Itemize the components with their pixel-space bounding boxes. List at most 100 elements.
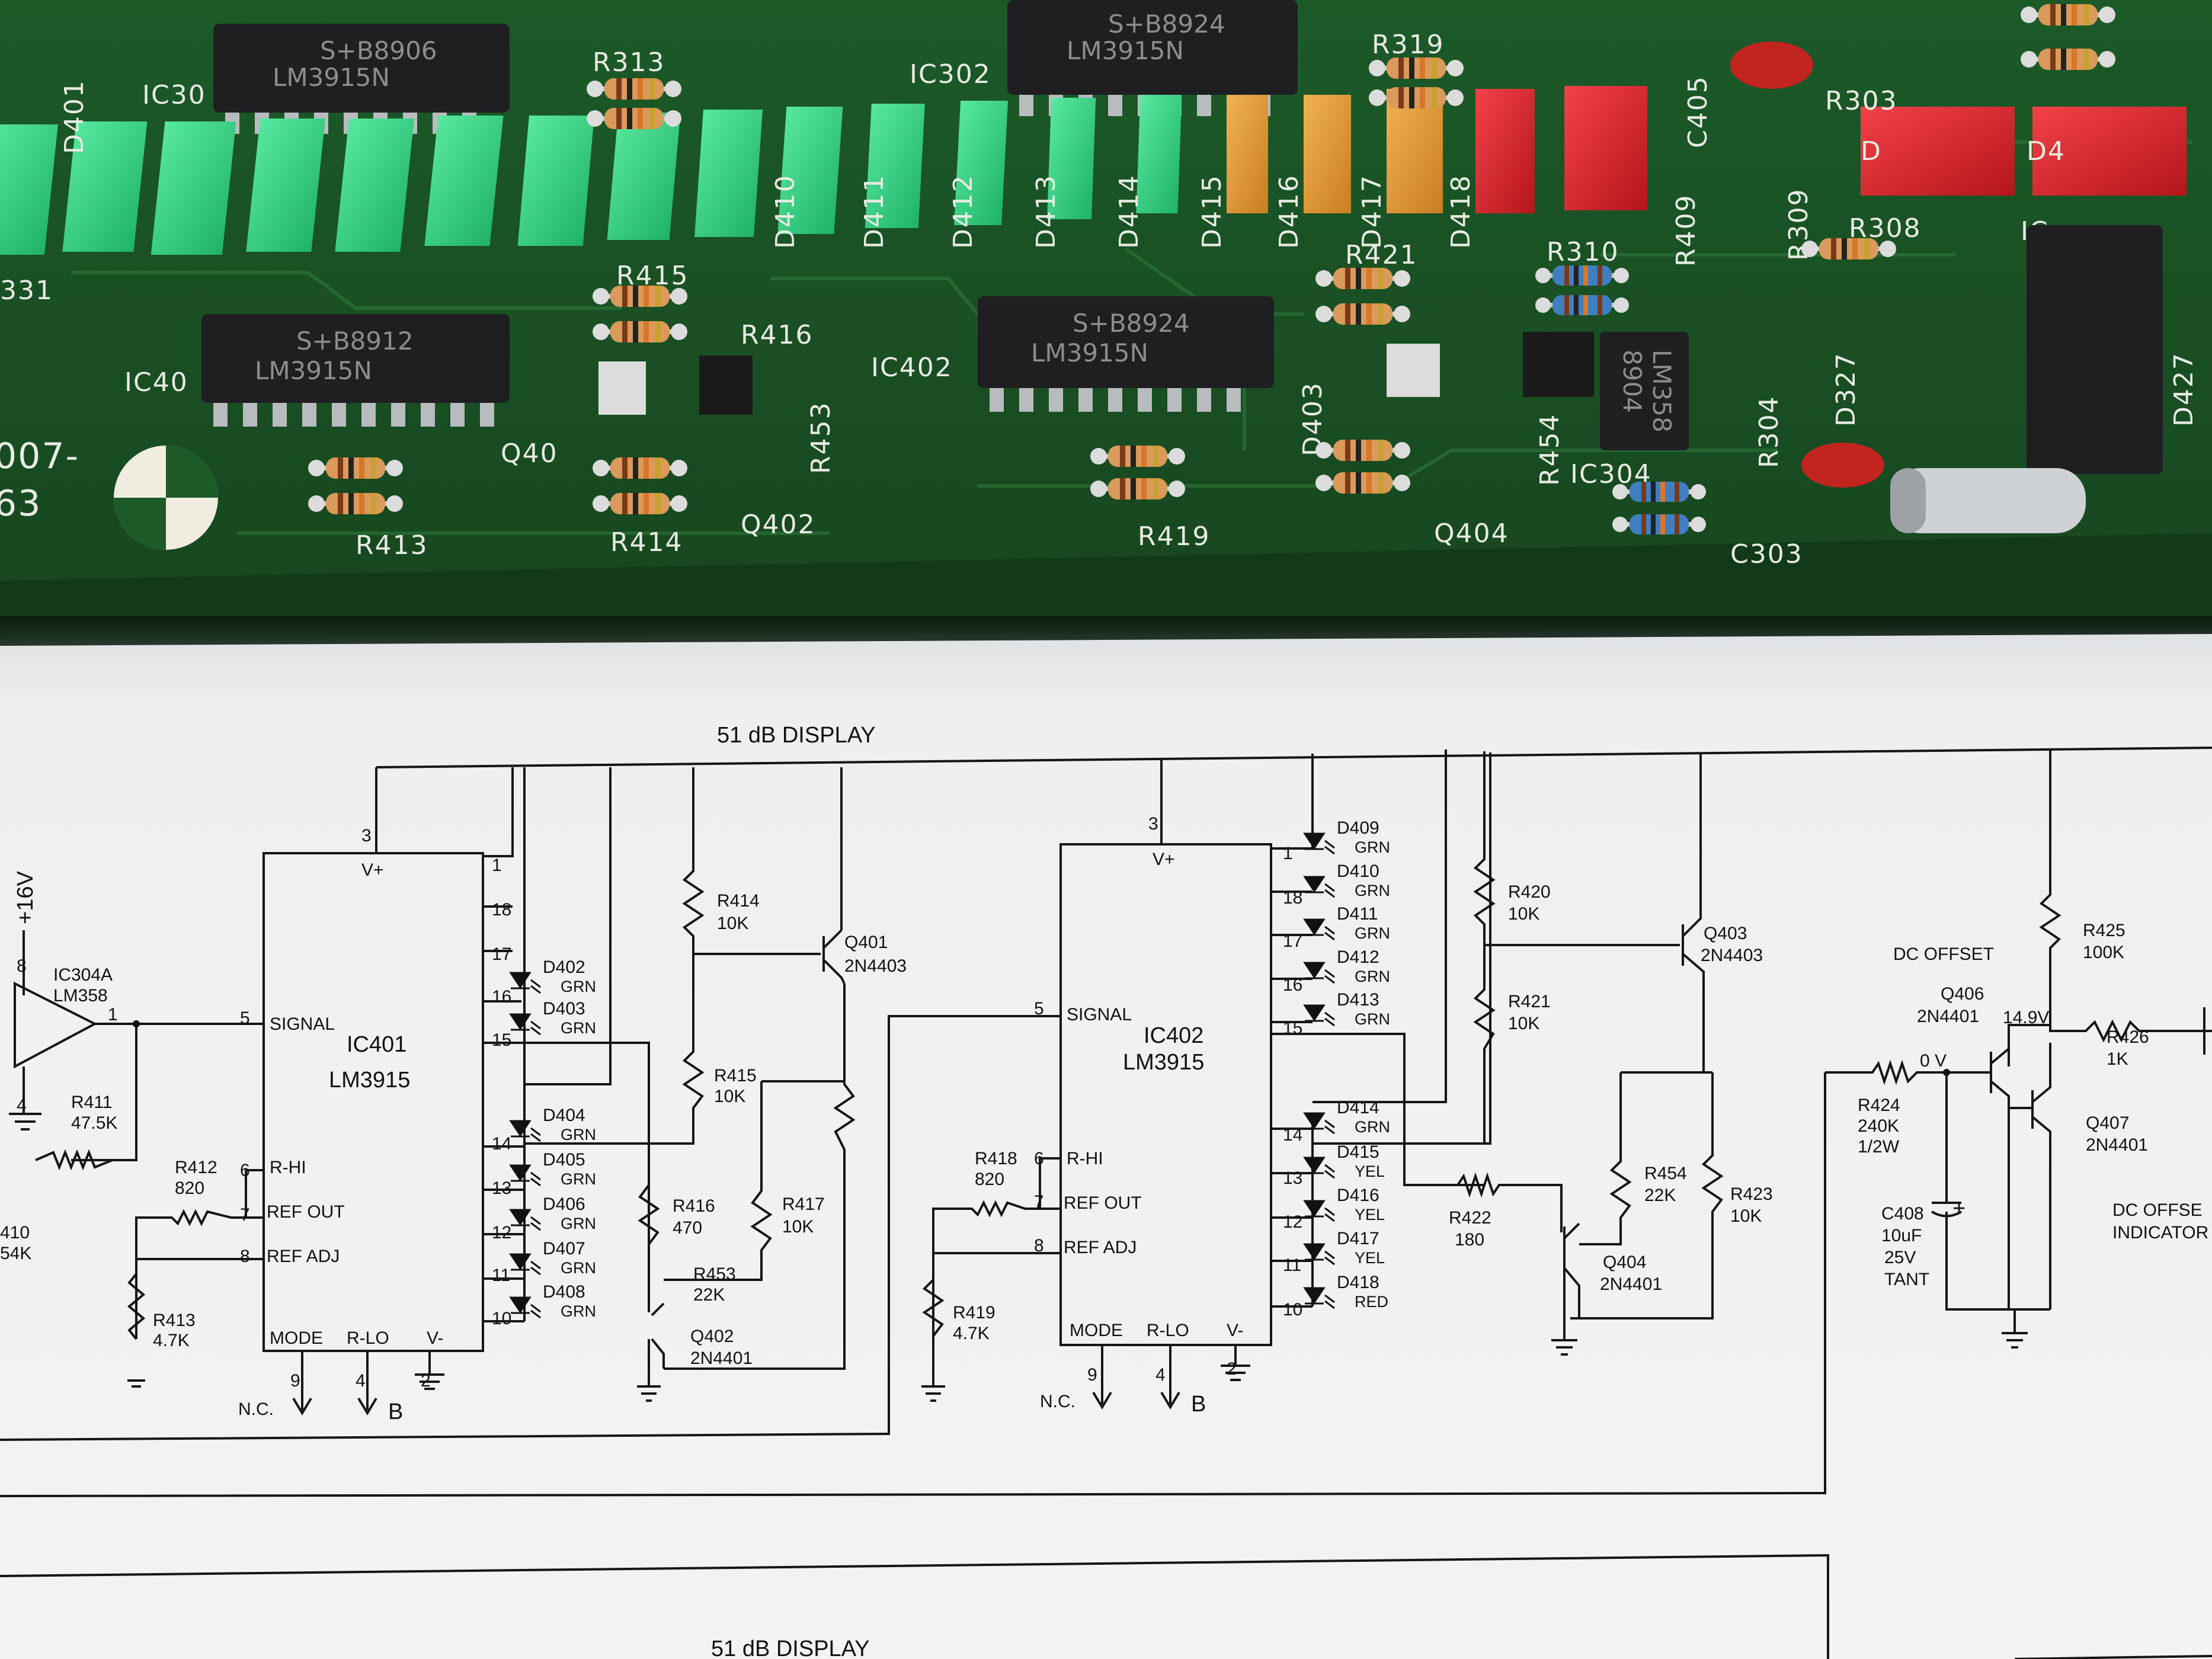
led-symbol xyxy=(1303,1112,1326,1130)
r417-name: R417 xyxy=(782,1194,825,1214)
b1-label: B xyxy=(388,1399,403,1424)
ic402-pin-vminus: V- xyxy=(1227,1321,1243,1340)
chip-ic401: S+B8912 LM3915N xyxy=(201,314,510,427)
r414-name: R414 xyxy=(717,891,760,911)
r420-name: R420 xyxy=(1508,882,1551,902)
label-r409: R409 xyxy=(1671,194,1701,267)
voltage-14-9: 14.9V xyxy=(2003,1008,2049,1027)
chip-ic401-marking: S+B8912 xyxy=(296,326,414,356)
label-ic40: IC40 xyxy=(124,367,188,398)
ic402-pinnum-11: 11 xyxy=(1283,1256,1301,1275)
ic401-pin-vminus: V- xyxy=(427,1328,443,1348)
q406-part: 2N4401 xyxy=(1917,1007,1979,1026)
supply-label: +16V xyxy=(13,871,38,924)
led-color: RED xyxy=(1355,1293,1388,1311)
r453-name: R453 xyxy=(693,1264,736,1284)
led-symbol xyxy=(1303,1243,1326,1261)
r412-name: R412 xyxy=(175,1158,217,1177)
led-color: GRN xyxy=(561,1126,596,1144)
label-r454: R454 xyxy=(1535,413,1565,486)
ic401-pin-refadj: REF ADJ xyxy=(267,1247,340,1266)
led-light-arrow-icon xyxy=(530,1260,541,1276)
opamp-pin-1: 1 xyxy=(108,1005,118,1024)
label-r421: R421 xyxy=(1345,240,1418,270)
label-r419: R419 xyxy=(1138,521,1211,552)
chip-right xyxy=(2027,225,2163,474)
led-symbol xyxy=(1303,1287,1326,1305)
chip-ic401-part: LM3915N xyxy=(255,356,372,385)
label-d411: D411 xyxy=(859,174,889,249)
label-r453: R453 xyxy=(806,401,836,474)
led-symbol xyxy=(1303,1157,1326,1174)
chip-ic301-marking: S+B8906 xyxy=(320,36,437,65)
chip-ic402-part: LM3915N xyxy=(1031,338,1148,367)
label-d418: D418 xyxy=(1446,174,1476,249)
transistor-q401 xyxy=(598,361,646,415)
ic402-pinnum-10: 10 xyxy=(1283,1300,1302,1319)
ic402-part: LM3915 xyxy=(1123,1050,1204,1075)
led-light-arrow-icon xyxy=(530,1127,541,1142)
ic402-pinnum-4: 4 xyxy=(1155,1365,1166,1385)
r425-name: R425 xyxy=(2083,921,2125,940)
opamp-ic304a: IC304A LM358 8 4 1 xyxy=(9,956,140,1161)
led-name: D410 xyxy=(1337,861,1379,881)
r418-name: R418 xyxy=(975,1149,1017,1168)
r453-value: 22K xyxy=(693,1285,725,1305)
led-color: GRN xyxy=(561,1215,596,1232)
q404-name: Q404 xyxy=(1603,1253,1646,1272)
led-light-arrow-icon xyxy=(530,1216,541,1231)
led-light-arrow-icon xyxy=(1324,1250,1335,1266)
led-symbol xyxy=(1303,1200,1326,1218)
label-q402: Q402 xyxy=(741,510,816,540)
led-color: YEL xyxy=(1355,1206,1385,1224)
r412-value: 820 xyxy=(175,1178,204,1198)
label-d410: D410 xyxy=(770,174,801,249)
led-name: D412 xyxy=(1337,947,1379,967)
led-name: D404 xyxy=(543,1106,585,1125)
label-ic30: IC30 xyxy=(142,80,206,110)
ic402-pin-refout: REF OUT xyxy=(1064,1193,1142,1213)
led-symbol xyxy=(509,1013,532,1031)
ic401-pinnum-5: 5 xyxy=(240,1008,250,1028)
r420-value: 10K xyxy=(1508,904,1539,924)
led-light-arrow-icon xyxy=(1324,883,1335,898)
r423-value: 10K xyxy=(1730,1206,1762,1226)
led-name: D418 xyxy=(1337,1273,1379,1292)
chip-ic304: LM358 8904 xyxy=(1600,332,1689,450)
led-light-arrow-icon xyxy=(530,1304,541,1319)
r421-name: R421 xyxy=(1508,992,1551,1011)
r411-name: R411 xyxy=(71,1093,113,1112)
r411-value: 47.5K xyxy=(71,1113,117,1133)
r454-value: 22K xyxy=(1644,1186,1676,1205)
ic401-pinnum-14: 14 xyxy=(492,1134,511,1154)
chip-ic302-part: LM3915N xyxy=(1067,36,1184,65)
chip-ic304-marking: LM358 xyxy=(1647,350,1676,433)
r422-name: R422 xyxy=(1449,1208,1491,1228)
r416-value: 470 xyxy=(673,1218,702,1238)
ic401-pin-rlo: R-LO xyxy=(347,1328,389,1348)
led-name: D406 xyxy=(543,1194,585,1214)
label-d3: D xyxy=(1861,136,1882,166)
led-name: D414 xyxy=(1337,1098,1379,1117)
led-name: D416 xyxy=(1337,1186,1379,1205)
led-light-arrow-icon xyxy=(1324,925,1335,941)
chip-ic301-part: LM3915N xyxy=(273,63,390,92)
fiducial-marker xyxy=(114,446,218,550)
ic401-pinnum-3: 3 xyxy=(361,826,372,845)
chip-ic304-part: 8904 xyxy=(1618,350,1647,413)
ic402-name: IC402 xyxy=(1144,1023,1203,1048)
label-r414: R414 xyxy=(610,527,683,558)
c408-value: 10uF xyxy=(1881,1226,1922,1245)
label-r416: R416 xyxy=(741,320,814,350)
ic401-pinnum-12: 12 xyxy=(492,1223,511,1242)
ic401-pinnum-17: 17 xyxy=(492,944,511,964)
led-name: D415 xyxy=(1337,1142,1379,1162)
r421-value: 10K xyxy=(1508,1014,1539,1033)
r410-value: 54K xyxy=(0,1244,31,1263)
r426-value: 1K xyxy=(2107,1049,2128,1069)
voltage-0: 0 V xyxy=(1920,1051,1947,1071)
ic402-pinnum-8: 8 xyxy=(1034,1236,1044,1256)
led-color: GRN xyxy=(1355,1118,1390,1136)
schematic-title: 51 dB DISPLAY xyxy=(717,723,876,748)
opamp-pin-4: 4 xyxy=(17,1096,27,1115)
